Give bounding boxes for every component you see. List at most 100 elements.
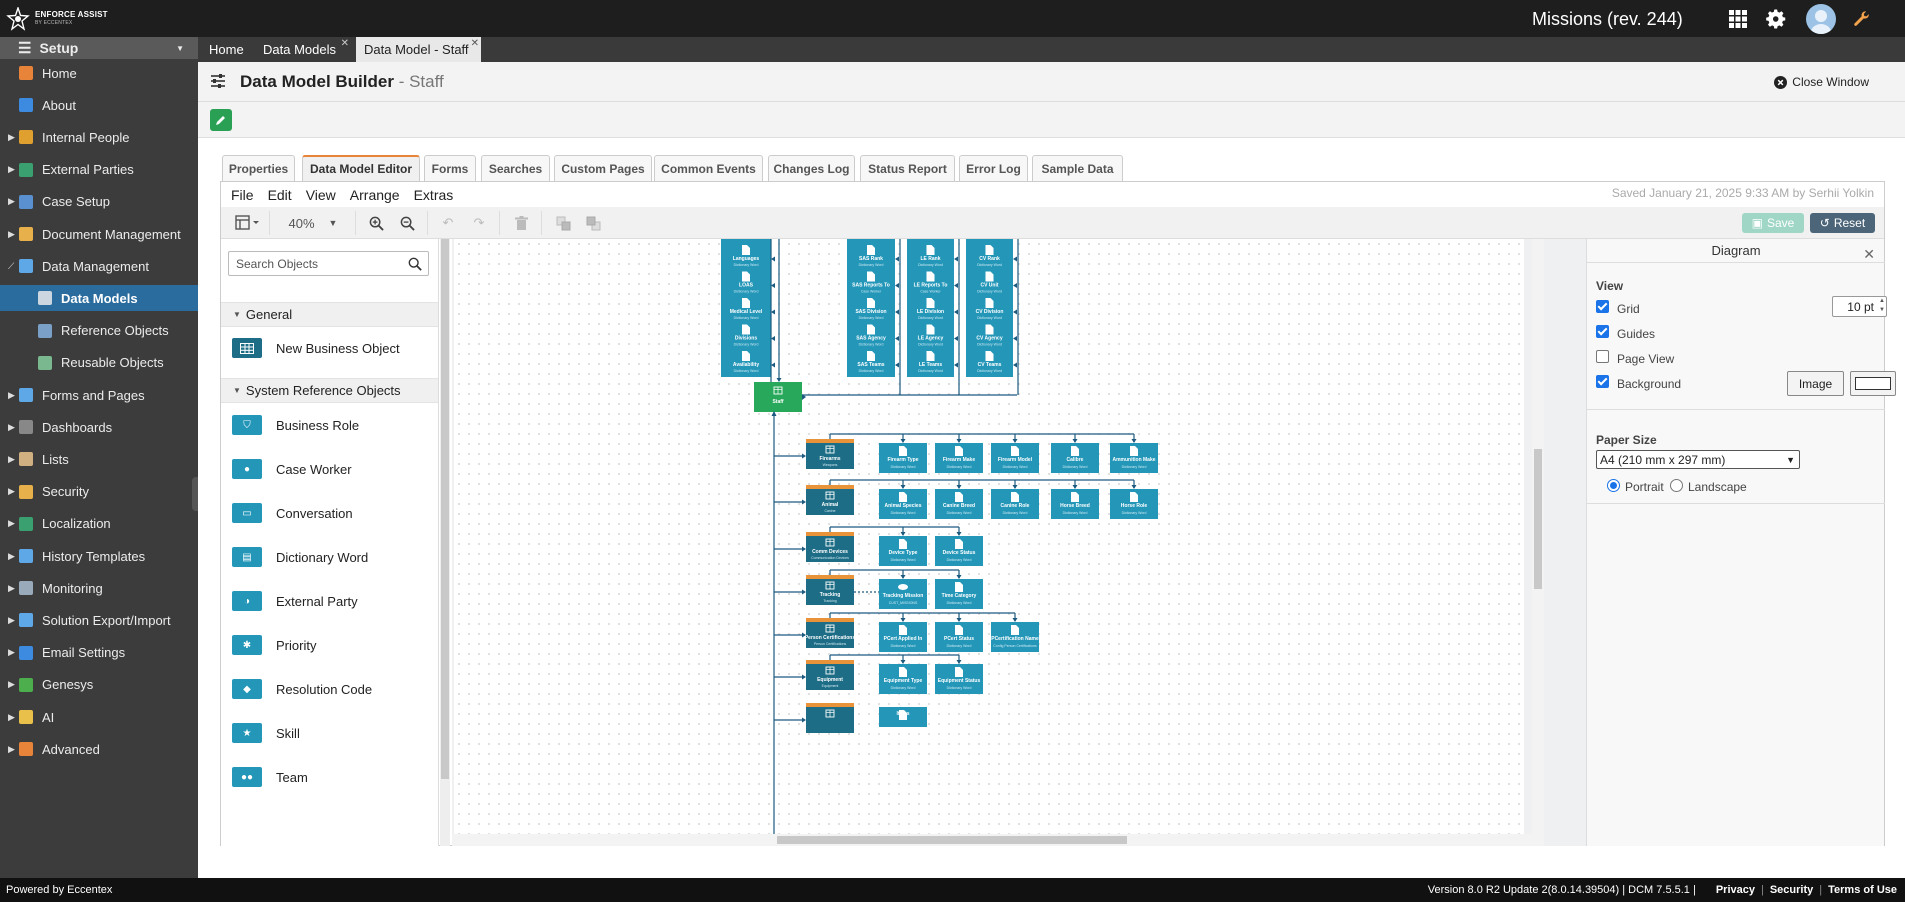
editor-tab-properties[interactable]: Properties — [222, 155, 295, 181]
terms-link[interactable]: Terms of Use — [1828, 884, 1897, 896]
canvas-vertical-scrollbar[interactable] — [1532, 239, 1544, 846]
sidebar-item-data-management[interactable]: ⟋Data Management — [0, 253, 198, 279]
sidebar-item-dashboards[interactable]: ▶Dashboards — [0, 414, 198, 440]
group-node-partial[interactable] — [806, 703, 854, 733]
zoom-out-icon[interactable] — [397, 214, 417, 232]
object-conversation[interactable]: ▭Conversation — [232, 502, 353, 524]
background-color-button[interactable] — [1850, 371, 1896, 396]
page-view-checkbox[interactable] — [1596, 350, 1609, 363]
guides-checkbox[interactable] — [1596, 325, 1609, 338]
grid-size-input[interactable]: 10 pt▲▼ — [1832, 296, 1887, 317]
sidebar-item-about[interactable]: About — [0, 92, 198, 118]
object-dictionary-word[interactable]: ▤Dictionary Word — [232, 546, 368, 568]
close-tab-icon[interactable]: ✕ — [340, 38, 349, 49]
zoom-in-icon[interactable] — [366, 214, 386, 232]
editor-tab-data-model-editor[interactable]: Data Model Editor — [302, 155, 420, 181]
portrait-radio[interactable] — [1607, 479, 1620, 492]
object-business-role[interactable]: ⛉Business Role — [232, 414, 359, 436]
grid-checkbox[interactable] — [1596, 300, 1609, 313]
object-team[interactable]: ●●Team — [232, 766, 308, 788]
background-checkbox[interactable] — [1596, 375, 1609, 388]
format-panel-toggle-icon[interactable] — [231, 214, 263, 232]
editor-tab-forms[interactable]: Forms — [424, 155, 476, 181]
tab-data-models[interactable]: Data Models✕ — [263, 38, 349, 57]
apps-grid-icon[interactable] — [1726, 7, 1750, 31]
close-icon[interactable]: ✕ — [1863, 246, 1875, 262]
sidebar-item-forms-and-pages[interactable]: ▶Forms and Pages — [0, 382, 198, 408]
editor-tab-status-report[interactable]: Status Report — [860, 155, 955, 181]
sidebar-collapse-handle[interactable] — [192, 477, 200, 511]
security-link[interactable]: Security — [1769, 884, 1814, 896]
gear-icon[interactable] — [1765, 7, 1789, 31]
object-priority[interactable]: ✱Priority — [232, 634, 316, 656]
object-skill[interactable]: ★Skill — [232, 722, 300, 744]
menu-edit[interactable]: Edit — [267, 186, 292, 203]
section-system-reference-objects[interactable]: ▼System Reference Objects — [221, 378, 438, 403]
child-node-items[interactable]: Items — [879, 707, 927, 727]
object-resolution-code[interactable]: ◆Resolution Code — [232, 678, 372, 700]
sliders-icon[interactable] — [210, 73, 226, 92]
objects-scrollbar[interactable] — [440, 239, 450, 846]
editor-tab-error-log[interactable]: Error Log — [959, 155, 1028, 181]
search-objects-input[interactable]: Search Objects — [228, 251, 429, 276]
sidebar-item-email-settings[interactable]: ▶Email Settings — [0, 640, 198, 666]
undo-icon[interactable]: ↶ — [442, 215, 454, 230]
sidebar-item-ai[interactable]: ▶AI — [0, 704, 198, 730]
menu-arrange[interactable]: Arrange — [349, 186, 400, 203]
spinner-icon[interactable]: ▲▼ — [1879, 298, 1885, 313]
save-button[interactable]: ▣Save — [1742, 213, 1804, 233]
sidebar-item-lists[interactable]: ▶Lists — [0, 446, 198, 472]
sidebar-item-external-parties[interactable]: ▶External Parties — [0, 157, 198, 183]
object-case-worker[interactable]: ●Case Worker — [232, 458, 352, 480]
sidebar-section-setup[interactable]: ☰ Setup ▼ — [0, 37, 198, 59]
section-general[interactable]: ▼General — [221, 302, 438, 327]
trash-icon[interactable] — [511, 214, 531, 232]
menu-extras[interactable]: Extras — [413, 186, 454, 203]
sidebar-item-case-setup[interactable]: ▶Case Setup — [0, 189, 198, 215]
sidebar-item-localization[interactable]: ▶Localization — [0, 511, 198, 537]
editor-tab-common-events[interactable]: Common Events — [654, 155, 763, 181]
new-business-object[interactable]: New Business Object — [232, 337, 400, 359]
wrench-icon[interactable] — [1850, 7, 1874, 31]
edit-button[interactable] — [210, 109, 232, 131]
sidebar-item-home[interactable]: Home — [0, 60, 198, 86]
sidebar-item-monitoring[interactable]: ▶Monitoring — [0, 575, 198, 601]
close-window-button[interactable]: Close Window — [1774, 75, 1869, 89]
redo-icon[interactable]: ↷ — [473, 215, 485, 230]
sidebar-item-data-models[interactable]: Data Models — [0, 285, 198, 312]
canvas-horizontal-scrollbar[interactable] — [452, 834, 1532, 846]
avatar[interactable] — [1806, 4, 1836, 34]
menu-view[interactable]: View — [305, 186, 336, 203]
sidebar-item-document-management[interactable]: ▶Document Management — [0, 221, 198, 247]
to-back-icon[interactable] — [583, 214, 603, 232]
